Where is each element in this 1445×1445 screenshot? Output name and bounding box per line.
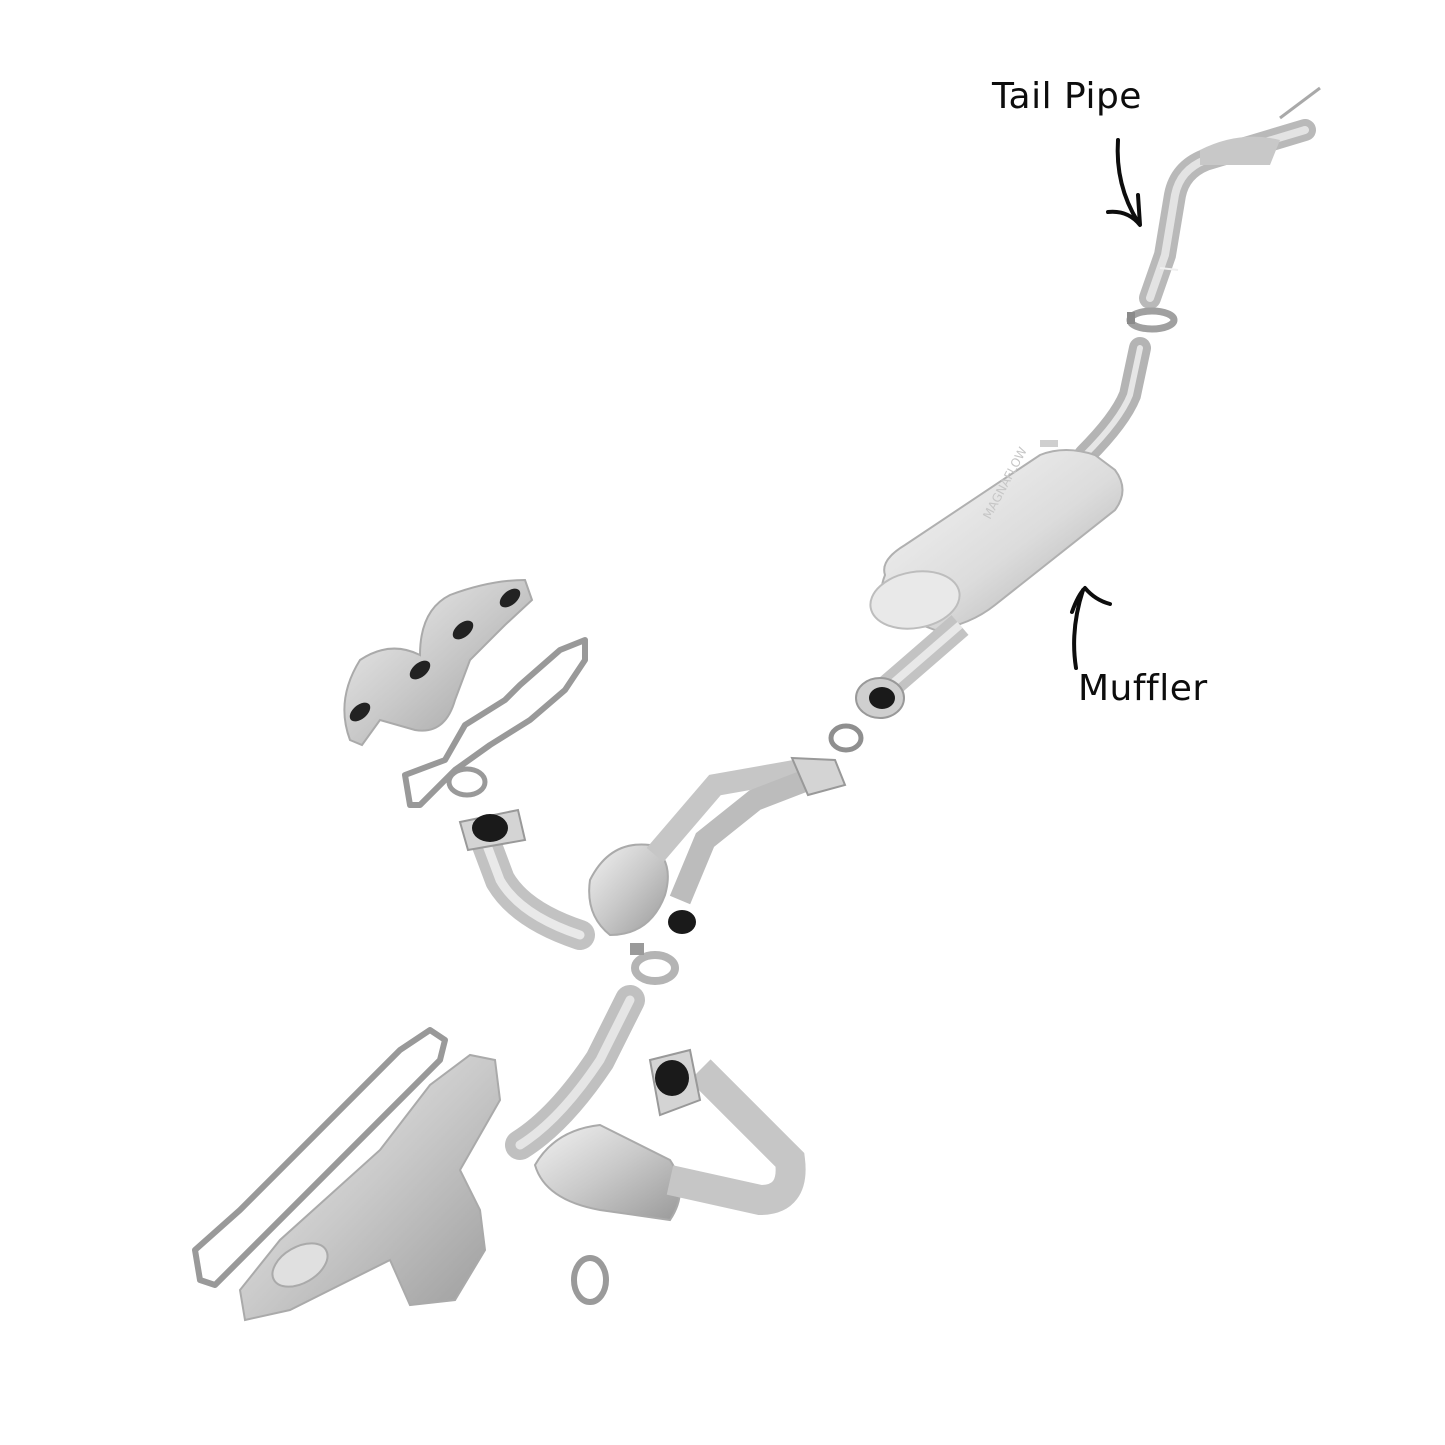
muffler-label: Muffler	[1078, 668, 1208, 709]
front-catalytic-converter-pipe	[505, 985, 806, 1222]
upper-exhaust-manifold	[343, 578, 534, 747]
band-clamp	[630, 943, 679, 985]
y-pipe-with-catalytic-converter	[458, 756, 847, 950]
tail-pipe-clamp	[1126, 307, 1178, 333]
muffler-inlet-flange	[855, 615, 969, 719]
muffler-arrow-icon	[1070, 586, 1112, 670]
flange-gasket-ring	[828, 723, 864, 753]
tail-pipe-label: Tail Pipe	[992, 76, 1142, 117]
muffler: MAGNAFLOW	[869, 440, 1124, 632]
intermediate-pipe	[1074, 337, 1151, 466]
upper-donut-gasket	[446, 766, 488, 798]
lower-exhaust-manifold	[238, 1053, 502, 1322]
lower-donut-gasket	[571, 1255, 609, 1305]
tail-pipe-arrow-icon	[1106, 138, 1142, 227]
upper-manifold-gasket	[402, 637, 588, 808]
tail-pipe	[1139, 86, 1321, 309]
lower-manifold-gasket	[192, 1027, 448, 1288]
